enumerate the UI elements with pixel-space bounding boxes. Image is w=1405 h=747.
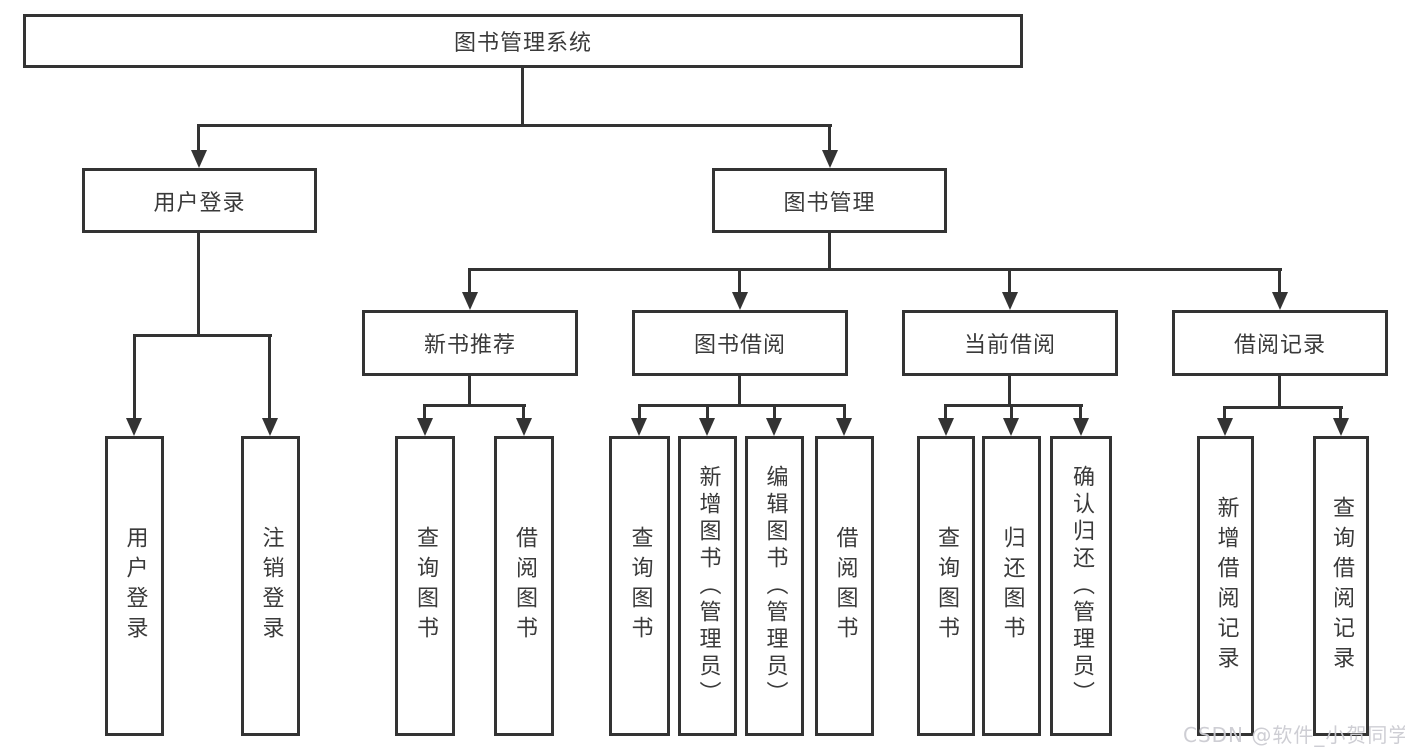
leaf-label: 借阅图书 bbox=[832, 526, 858, 646]
connector-drop bbox=[522, 404, 525, 419]
arrow-down-icon bbox=[1002, 292, 1018, 310]
connector-records-bar bbox=[1223, 406, 1343, 409]
watermark-text: CSDN @软件_小贺同学 bbox=[1183, 723, 1405, 747]
connector-drop bbox=[1339, 406, 1342, 419]
node-label: 图书管理系统 bbox=[453, 31, 592, 56]
connector-userlogin-stem bbox=[197, 233, 200, 336]
node-borrowing-records: 借阅记录 bbox=[1172, 310, 1388, 376]
node-current-borrowing: 当前借阅 bbox=[902, 310, 1118, 376]
node-label: 图书借阅 bbox=[693, 333, 786, 358]
leaf-label: 编辑图书（管理员） bbox=[762, 464, 788, 708]
arrow-down-icon bbox=[1073, 418, 1089, 436]
connector-drop bbox=[423, 404, 426, 419]
arrow-down-icon bbox=[516, 418, 532, 436]
leaf-borrow-books-newbook: 借阅图书 bbox=[494, 436, 554, 736]
connector-drop bbox=[828, 124, 831, 152]
arrow-down-icon bbox=[766, 418, 782, 436]
arrow-down-icon bbox=[631, 418, 647, 436]
arrow-down-icon bbox=[836, 418, 852, 436]
leaf-edit-books-admin: 编辑图书（管理员） bbox=[745, 436, 804, 736]
connector-drop bbox=[706, 404, 709, 419]
connector-drop bbox=[1079, 404, 1082, 419]
connector-drop bbox=[1010, 404, 1013, 419]
connector-borrowing-stem bbox=[738, 376, 741, 407]
node-label: 借阅记录 bbox=[1233, 333, 1326, 358]
connector-borrowing-bar bbox=[638, 404, 846, 407]
leaf-query-books-borrow: 查询图书 bbox=[609, 436, 670, 736]
arrow-down-icon bbox=[1333, 418, 1349, 436]
leaf-borrow-books: 借阅图书 bbox=[815, 436, 874, 736]
node-user-login-module: 用户登录 bbox=[82, 168, 317, 233]
leaf-label: 归还图书 bbox=[999, 526, 1025, 646]
connector-drop bbox=[1278, 268, 1281, 293]
connector-drop bbox=[1223, 406, 1226, 419]
leaf-label: 查询图书 bbox=[627, 526, 653, 646]
arrow-down-icon bbox=[462, 292, 478, 310]
node-book-management-module: 图书管理 bbox=[712, 168, 947, 233]
arrow-down-icon bbox=[1003, 418, 1019, 436]
node-new-book-recommendation: 新书推荐 bbox=[362, 310, 578, 376]
arrow-down-icon bbox=[732, 292, 748, 310]
leaf-label: 查询借阅记录 bbox=[1329, 496, 1354, 676]
leaf-label: 查询图书 bbox=[934, 526, 959, 646]
leaf-add-books-admin: 新增图书（管理员） bbox=[678, 436, 737, 736]
leaf-return-books: 归还图书 bbox=[982, 436, 1041, 736]
leaf-query-books-newbook: 查询图书 bbox=[395, 436, 455, 736]
connector-drop bbox=[944, 404, 947, 419]
leaf-label: 新增图书（管理员） bbox=[695, 464, 721, 708]
node-label: 用户登录 bbox=[153, 190, 246, 216]
leaf-query-books-current: 查询图书 bbox=[917, 436, 975, 736]
connector-drop bbox=[468, 268, 471, 293]
leaf-label: 借阅图书 bbox=[512, 526, 537, 646]
connector-drop bbox=[843, 404, 846, 419]
connector-drop bbox=[738, 268, 741, 293]
leaf-query-borrow-record: 查询借阅记录 bbox=[1313, 436, 1369, 736]
connector-current-stem bbox=[1008, 376, 1011, 407]
connector-drop bbox=[197, 124, 200, 152]
connector-newbook-bar bbox=[423, 404, 526, 407]
connector-drop bbox=[638, 404, 641, 419]
connector-drop bbox=[268, 334, 271, 419]
leaf-label: 注销登录 bbox=[258, 526, 284, 646]
connector-records-stem bbox=[1278, 376, 1281, 409]
connector-bookmgmt-stem bbox=[828, 233, 831, 271]
arrow-down-icon bbox=[1272, 292, 1288, 310]
node-label: 当前借阅 bbox=[963, 333, 1056, 358]
arrow-down-icon bbox=[191, 150, 207, 168]
node-library-management-system: 图书管理系统 bbox=[23, 14, 1023, 68]
connector-newbook-stem bbox=[468, 376, 471, 407]
leaf-logout: 注销登录 bbox=[241, 436, 300, 736]
leaf-label: 确认归还（管理员） bbox=[1069, 464, 1094, 708]
arrow-down-icon bbox=[417, 418, 433, 436]
connector-userlogin-bar bbox=[133, 334, 272, 337]
connector-current-bar bbox=[944, 404, 1083, 407]
connector-root-stem bbox=[521, 68, 524, 125]
leaf-label: 用户登录 bbox=[122, 526, 148, 646]
arrow-down-icon bbox=[938, 418, 954, 436]
node-label: 新书推荐 bbox=[423, 333, 516, 358]
arrow-down-icon bbox=[1217, 418, 1233, 436]
arrow-down-icon bbox=[699, 418, 715, 436]
leaf-label: 新增借阅记录 bbox=[1213, 496, 1239, 676]
arrow-down-icon bbox=[262, 418, 278, 436]
leaf-user-login: 用户登录 bbox=[105, 436, 164, 736]
node-label: 图书管理 bbox=[783, 190, 876, 216]
leaf-add-borrow-record: 新增借阅记录 bbox=[1197, 436, 1254, 736]
leaf-confirm-return-admin: 确认归还（管理员） bbox=[1050, 436, 1112, 736]
connector-drop bbox=[133, 334, 136, 419]
node-book-borrowing: 图书借阅 bbox=[632, 310, 848, 376]
connector-bookmgmt-bar bbox=[468, 268, 1282, 271]
leaf-label: 查询图书 bbox=[413, 526, 438, 646]
connector-drop bbox=[1008, 268, 1011, 293]
connector-drop bbox=[773, 404, 776, 419]
arrow-down-icon bbox=[126, 418, 142, 436]
arrow-down-icon bbox=[822, 150, 838, 168]
connector-root-bar bbox=[197, 124, 832, 127]
